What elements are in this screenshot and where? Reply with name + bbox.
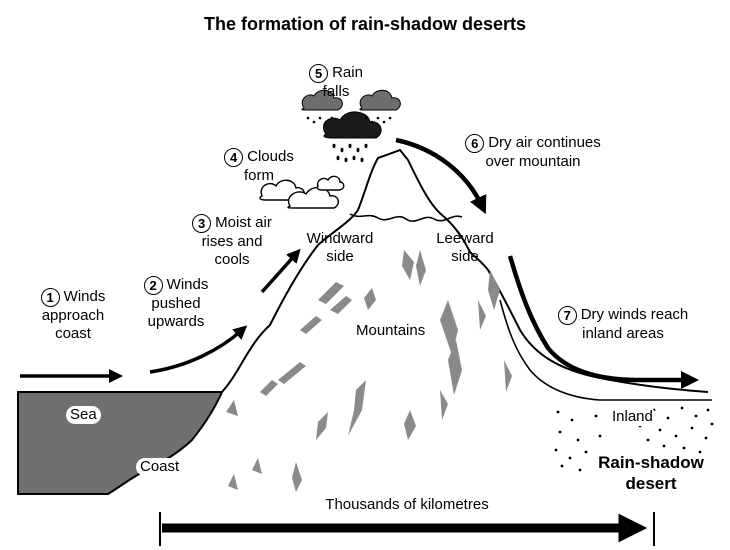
diagram-title: The formation of rain-shadow deserts (203, 14, 527, 34)
step-3-number: 3 (192, 214, 212, 233)
step-7-number: 7 (557, 306, 577, 325)
mountain-outline (221, 148, 709, 393)
sea-label: Sea (66, 406, 101, 424)
arrow-dry-winds-inland (507, 255, 699, 389)
clouds-form-icon (259, 175, 345, 209)
step-5-number: 5 (309, 64, 329, 83)
step-6-number: 6 (465, 134, 485, 153)
rain-clouds-icon (301, 89, 401, 163)
arrow-winds-pushed (149, 325, 248, 374)
leeward-label: Leeward side (436, 230, 494, 265)
mountains-label: Mountains (356, 322, 426, 339)
step-4-number: 4 (224, 148, 244, 167)
inland-ground (499, 299, 712, 401)
sea-area (17, 391, 224, 495)
coast-label: Coast (136, 458, 184, 476)
inland-label: Inland (608, 408, 657, 426)
summit-cap-line (349, 213, 463, 222)
step-2-number: 2 (143, 276, 163, 295)
distance-label: Thousands of kilometres (325, 496, 489, 513)
arrow-air-rises (260, 248, 301, 294)
windward-label: Windward side (306, 230, 374, 265)
arrow-dry-air-over (395, 137, 487, 215)
step-1-number: 1 (40, 288, 60, 307)
rain-shadow-desert-label: Rain-shadow desert (598, 453, 704, 493)
rock-shading (226, 250, 512, 492)
